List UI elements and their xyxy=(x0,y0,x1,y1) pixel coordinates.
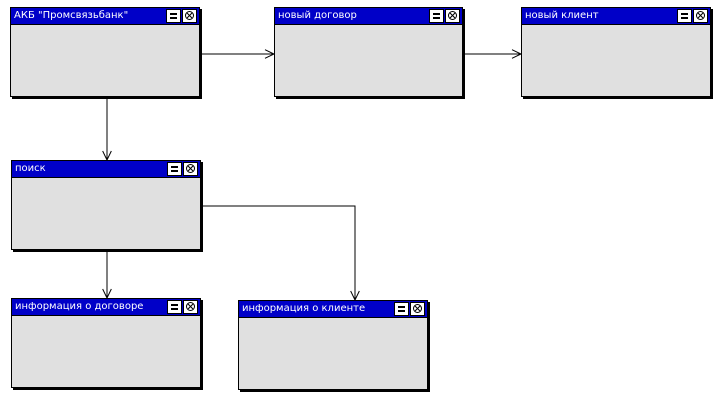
close-icon[interactable] xyxy=(445,9,460,23)
window-new-contract[interactable]: новый договор xyxy=(274,7,465,99)
minimize-icon[interactable] xyxy=(677,9,692,23)
window-contract-info[interactable]: информация о договоре xyxy=(11,298,203,390)
window-title: информация о клиенте xyxy=(242,303,366,314)
close-icon[interactable] xyxy=(183,162,198,176)
window-title: новый клиент xyxy=(525,10,599,21)
window-titlebar[interactable]: поиск xyxy=(12,161,200,178)
minimize-icon[interactable] xyxy=(167,162,182,176)
connector-bank-to-search xyxy=(102,97,112,162)
connector-search-to-contract_info xyxy=(102,250,112,300)
minimize-icon[interactable] xyxy=(167,300,182,314)
minimize-icon[interactable] xyxy=(429,9,444,23)
window-bank[interactable]: АКБ "Промсвязьбанк" xyxy=(10,7,202,99)
window-title: новый договор xyxy=(278,10,357,21)
window-client-info[interactable]: информация о клиенте xyxy=(238,300,430,392)
window-titlebar[interactable]: новый договор xyxy=(275,8,462,25)
window-title: поиск xyxy=(15,163,46,174)
window-titlebar[interactable]: АКБ "Промсвязьбанк" xyxy=(11,8,199,25)
window-titlebar[interactable]: новый клиент xyxy=(522,8,710,25)
window-title: АКБ "Промсвязьбанк" xyxy=(14,10,129,21)
close-icon[interactable] xyxy=(183,300,198,314)
connector-bank-to-new_contract xyxy=(200,49,276,59)
window-titlebar[interactable]: информация о клиенте xyxy=(239,301,427,318)
close-icon[interactable] xyxy=(182,9,197,23)
close-icon[interactable] xyxy=(410,302,425,316)
window-titlebar[interactable]: информация о договоре xyxy=(12,299,200,316)
window-new-client[interactable]: новый клиент xyxy=(521,7,713,99)
connector-new_contract-to-new_client xyxy=(463,49,523,59)
connector-search-to-client_info xyxy=(201,205,360,302)
window-title: информация о договоре xyxy=(15,301,144,312)
close-icon[interactable] xyxy=(693,9,708,23)
minimize-icon[interactable] xyxy=(166,9,181,23)
window-search[interactable]: поиск xyxy=(11,160,203,252)
minimize-icon[interactable] xyxy=(394,302,409,316)
